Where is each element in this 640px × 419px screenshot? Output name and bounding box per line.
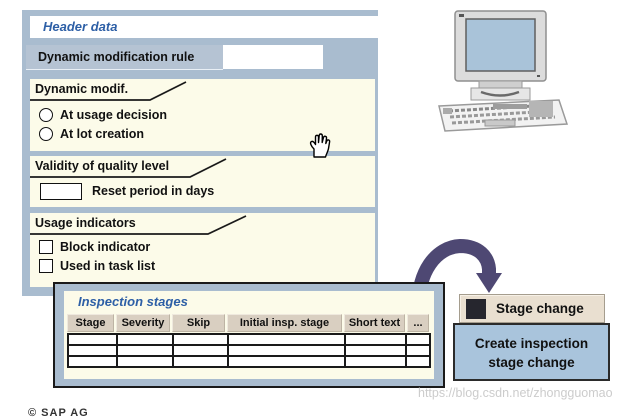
radio-at-usage-decision[interactable]: At usage decision bbox=[39, 108, 167, 122]
table-cell[interactable] bbox=[172, 344, 229, 357]
checkbox-icon[interactable] bbox=[39, 259, 53, 273]
table-cell[interactable] bbox=[67, 344, 118, 357]
checkbox-label: Used in task list bbox=[60, 259, 156, 273]
radio-at-lot-creation[interactable]: At lot creation bbox=[39, 127, 144, 141]
table-cell[interactable] bbox=[227, 355, 346, 368]
stage-change-label: Stage change bbox=[496, 301, 584, 316]
inspection-table bbox=[67, 333, 431, 368]
table-cell[interactable] bbox=[344, 355, 407, 368]
inspection-table-header: Stage Severity Skip Initial insp. stage … bbox=[67, 314, 429, 332]
table-cell[interactable] bbox=[405, 344, 431, 357]
dynamic-modification-rule-input[interactable] bbox=[223, 45, 323, 69]
section-usage-indicators: Usage indicators Block indicator Used in… bbox=[30, 213, 375, 287]
table-cell[interactable] bbox=[405, 355, 431, 368]
dynamic-modification-rule-row: Dynamic modification rule bbox=[26, 45, 378, 70]
column-header-skip: Skip bbox=[172, 314, 225, 332]
table-cell[interactable] bbox=[67, 333, 118, 346]
checkbox-label: Block indicator bbox=[60, 240, 151, 254]
header-data-panel: Header data Dynamic modification rule Dy… bbox=[22, 10, 378, 296]
table-row bbox=[67, 355, 431, 368]
stage-change-icon bbox=[466, 299, 486, 319]
column-header-initial-insp-stage: Initial insp. stage bbox=[227, 314, 342, 332]
radio-label: At usage decision bbox=[60, 108, 167, 122]
stage-change-button[interactable]: Stage change bbox=[459, 294, 605, 323]
create-box-line1: Create inspection bbox=[474, 336, 589, 351]
desktop-computer-icon bbox=[438, 10, 569, 132]
column-header-severity: Severity bbox=[116, 314, 170, 332]
table-cell[interactable] bbox=[172, 333, 229, 346]
hand-cursor-icon bbox=[309, 133, 331, 158]
section-title: Usage indicators bbox=[35, 216, 136, 230]
table-row bbox=[67, 333, 431, 346]
table-cell[interactable] bbox=[172, 355, 229, 368]
column-header-short-text: Short text bbox=[344, 314, 405, 332]
checkbox-block-indicator[interactable]: Block indicator bbox=[39, 240, 150, 254]
panel-title: Header data bbox=[43, 19, 118, 34]
inspection-stages-title: Inspection stages bbox=[78, 294, 188, 309]
table-row bbox=[67, 344, 431, 357]
reset-period-label: Reset period in days bbox=[92, 184, 215, 198]
inspection-stages-panel: Inspection stages Stage Severity Skip In… bbox=[53, 282, 445, 388]
section-title: Validity of quality level bbox=[35, 159, 170, 173]
inspection-stages-inner: Inspection stages Stage Severity Skip In… bbox=[64, 291, 434, 379]
section-validity-quality-level: Validity of quality level Reset period i… bbox=[30, 156, 375, 207]
create-inspection-stage-change-box: Create inspection stage change bbox=[453, 323, 610, 381]
watermark-text: https://blog.csdn.net/zhongguomao bbox=[418, 386, 613, 400]
table-cell[interactable] bbox=[227, 344, 346, 357]
table-cell[interactable] bbox=[67, 355, 118, 368]
radio-icon[interactable] bbox=[39, 127, 53, 141]
panel-title-bar: Header data bbox=[30, 16, 378, 38]
radio-label: At lot creation bbox=[60, 127, 145, 141]
table-cell[interactable] bbox=[344, 344, 407, 357]
radio-icon[interactable] bbox=[39, 108, 53, 122]
table-cell[interactable] bbox=[116, 333, 174, 346]
table-cell[interactable] bbox=[116, 355, 174, 368]
column-header-stage: Stage bbox=[67, 314, 114, 332]
section-title: Dynamic modif. bbox=[35, 82, 129, 96]
table-cell[interactable] bbox=[227, 333, 346, 346]
reset-period-input[interactable] bbox=[40, 183, 82, 200]
curved-arrow-icon bbox=[411, 238, 502, 314]
copyright-text: © SAP AG bbox=[28, 407, 89, 419]
table-cell[interactable] bbox=[344, 333, 407, 346]
create-box-line2: stage change bbox=[488, 355, 575, 370]
dynamic-modification-rule-label: Dynamic modification rule bbox=[26, 45, 223, 70]
table-cell[interactable] bbox=[116, 344, 174, 357]
column-header-more: ... bbox=[407, 314, 429, 332]
table-cell[interactable] bbox=[405, 333, 431, 346]
checkbox-icon[interactable] bbox=[39, 240, 53, 254]
checkbox-used-in-task-list[interactable]: Used in task list bbox=[39, 259, 155, 273]
